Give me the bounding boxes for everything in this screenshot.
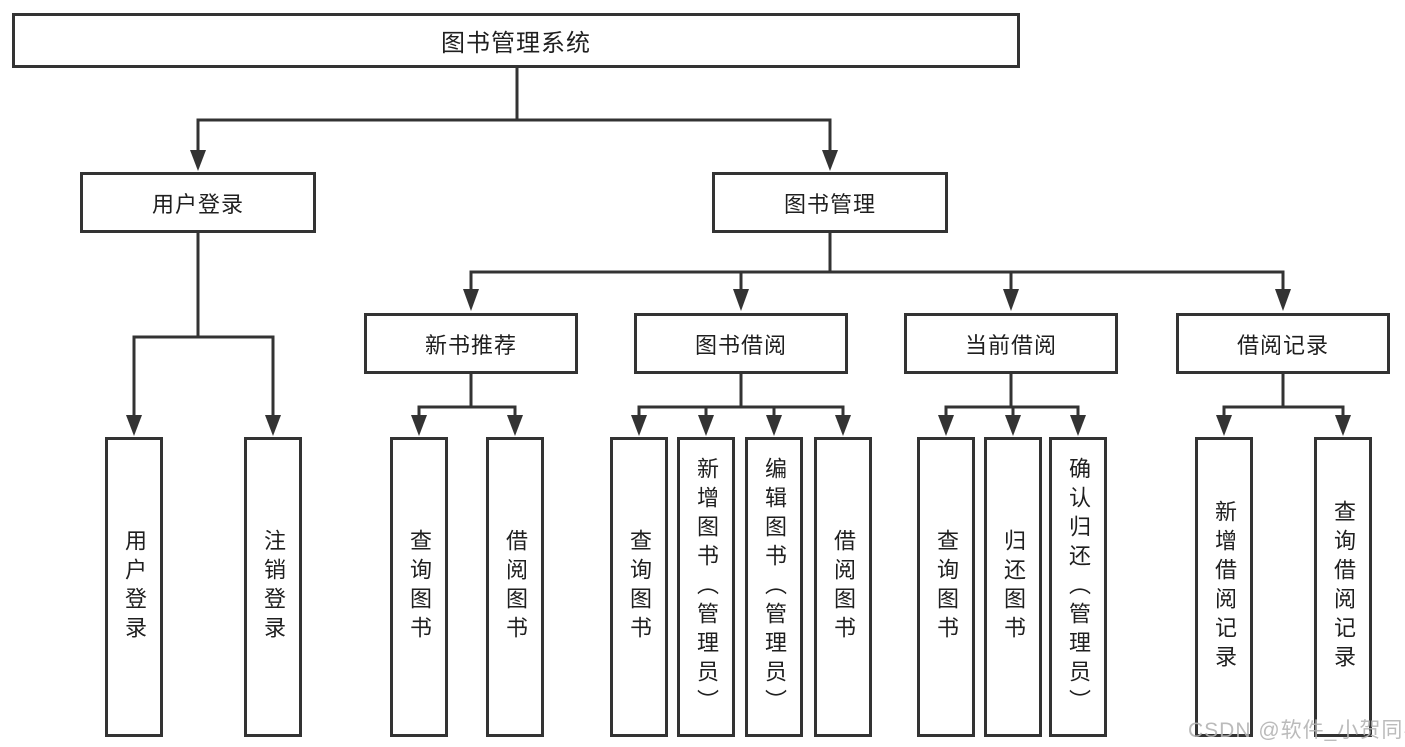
edge-book-management-to-level3 [463, 231, 1291, 311]
leaf-user-login: 用户登录 [105, 437, 163, 737]
leaf-current-query-books-label: 查询图书 [934, 529, 959, 645]
edge-new-book-recommend-to-leaves [411, 371, 523, 436]
leaf-current-confirm-return-admin-label: 确认归还（管理员） [1066, 456, 1091, 718]
node-borrowing-records-label: 借阅记录 [1236, 332, 1329, 358]
watermark: CSDN @软件_小贺同学 [1188, 719, 1405, 742]
node-book-borrowing-label: 图书借阅 [694, 332, 787, 358]
leaf-recommend-borrow-books: 借阅图书 [486, 437, 544, 737]
edge-root-to-level2 [190, 66, 838, 171]
node-root-label: 图书管理系统 [441, 30, 591, 57]
node-book-management-label: 图书管理 [783, 191, 876, 217]
node-current-borrowing-label: 当前借阅 [964, 332, 1057, 358]
leaf-current-query-books: 查询图书 [917, 437, 975, 737]
node-new-book-recommend-label: 新书推荐 [424, 332, 517, 358]
leaf-borrowing-query-books: 查询图书 [610, 437, 668, 737]
leaf-current-confirm-return-admin: 确认归还（管理员） [1049, 437, 1107, 737]
leaf-current-return-books-label: 归还图书 [1001, 529, 1026, 645]
leaf-records-add-record: 新增借阅记录 [1195, 437, 1253, 737]
node-user-login-label: 用户登录 [151, 191, 244, 217]
leaf-records-query-record: 查询借阅记录 [1314, 437, 1372, 737]
edge-book-borrowing-to-leaves [631, 371, 851, 436]
leaf-borrowing-borrow-books-label: 借阅图书 [831, 529, 856, 645]
node-book-management: 图书管理 [712, 172, 948, 233]
leaf-borrowing-query-books-label: 查询图书 [627, 529, 652, 645]
node-borrowing-records: 借阅记录 [1176, 313, 1390, 374]
leaf-records-add-record-label: 新增借阅记录 [1212, 500, 1237, 674]
leaf-user-login-label: 用户登录 [122, 529, 147, 645]
node-book-borrowing: 图书借阅 [634, 313, 848, 374]
leaf-current-return-books: 归还图书 [984, 437, 1042, 737]
edge-user-login-to-leaves [126, 231, 281, 436]
leaf-borrowing-add-books-admin: 新增图书（管理员） [677, 437, 735, 737]
leaf-borrowing-borrow-books: 借阅图书 [814, 437, 872, 737]
leaf-recommend-borrow-books-label: 借阅图书 [503, 529, 528, 645]
leaf-records-query-record-label: 查询借阅记录 [1331, 500, 1356, 674]
leaf-logout-label: 注销登录 [261, 529, 286, 645]
leaf-borrowing-edit-books-admin-label: 编辑图书（管理员） [762, 456, 787, 718]
leaf-recommend-query-books-label: 查询图书 [407, 529, 432, 645]
leaf-recommend-query-books: 查询图书 [390, 437, 448, 737]
node-root: 图书管理系统 [12, 13, 1020, 68]
edge-current-borrowing-to-leaves [938, 371, 1086, 436]
edge-borrowing-records-to-leaves [1216, 371, 1351, 436]
leaf-borrowing-add-books-admin-label: 新增图书（管理员） [694, 456, 719, 718]
node-new-book-recommend: 新书推荐 [364, 313, 578, 374]
leaf-logout: 注销登录 [244, 437, 302, 737]
leaf-borrowing-edit-books-admin: 编辑图书（管理员） [745, 437, 803, 737]
node-user-login: 用户登录 [80, 172, 316, 233]
node-current-borrowing: 当前借阅 [904, 313, 1118, 374]
